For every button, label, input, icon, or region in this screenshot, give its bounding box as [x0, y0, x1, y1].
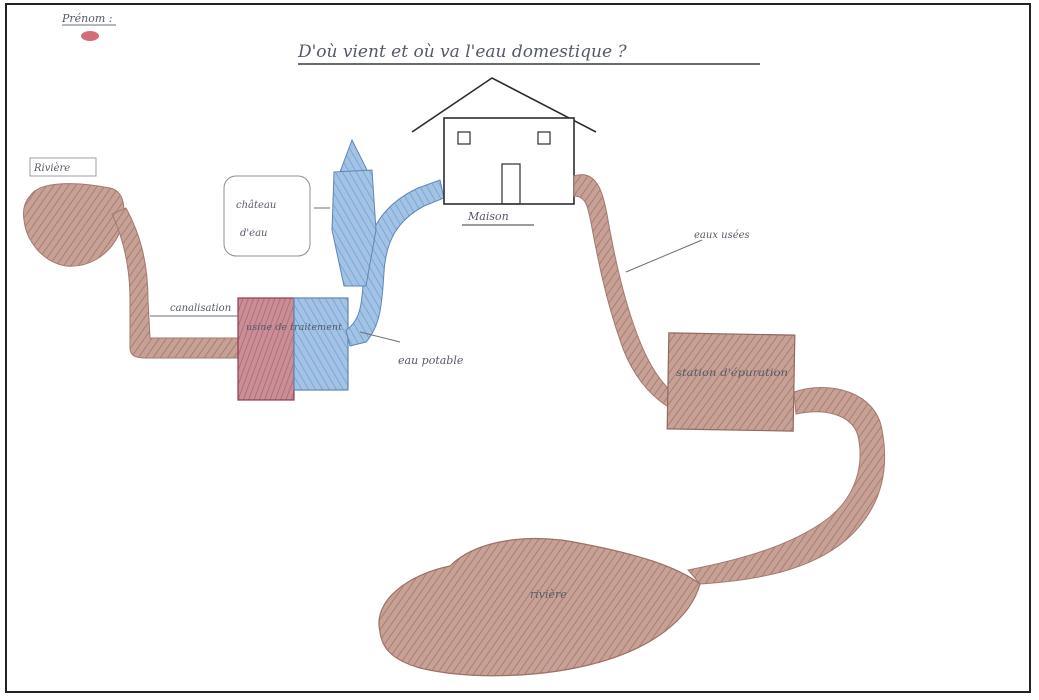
treatment-plant-red [238, 298, 294, 400]
tower-note-line-1: château [236, 200, 276, 211]
house-body [444, 118, 574, 204]
name-label: Prénom : [61, 12, 113, 25]
page-title: D'où vient et où va l'eau domestique ? [297, 42, 627, 62]
source-label: Rivière [33, 163, 70, 174]
waste-water-label: eaux usées [694, 230, 750, 241]
tower-note-line-2: d'eau [240, 228, 267, 239]
destination-label: rivière [530, 588, 567, 601]
clean-water-label: eau potable [398, 354, 464, 367]
house-label: Maison [467, 210, 509, 223]
pink-mark [81, 31, 99, 41]
treatment-plant-blue [294, 298, 348, 390]
purification-station [667, 333, 795, 431]
pipe-in-label: canalisation [170, 303, 231, 314]
plant-in-label: usine de traitement [246, 323, 342, 333]
plant-out-label: station d'épuration [676, 368, 788, 379]
